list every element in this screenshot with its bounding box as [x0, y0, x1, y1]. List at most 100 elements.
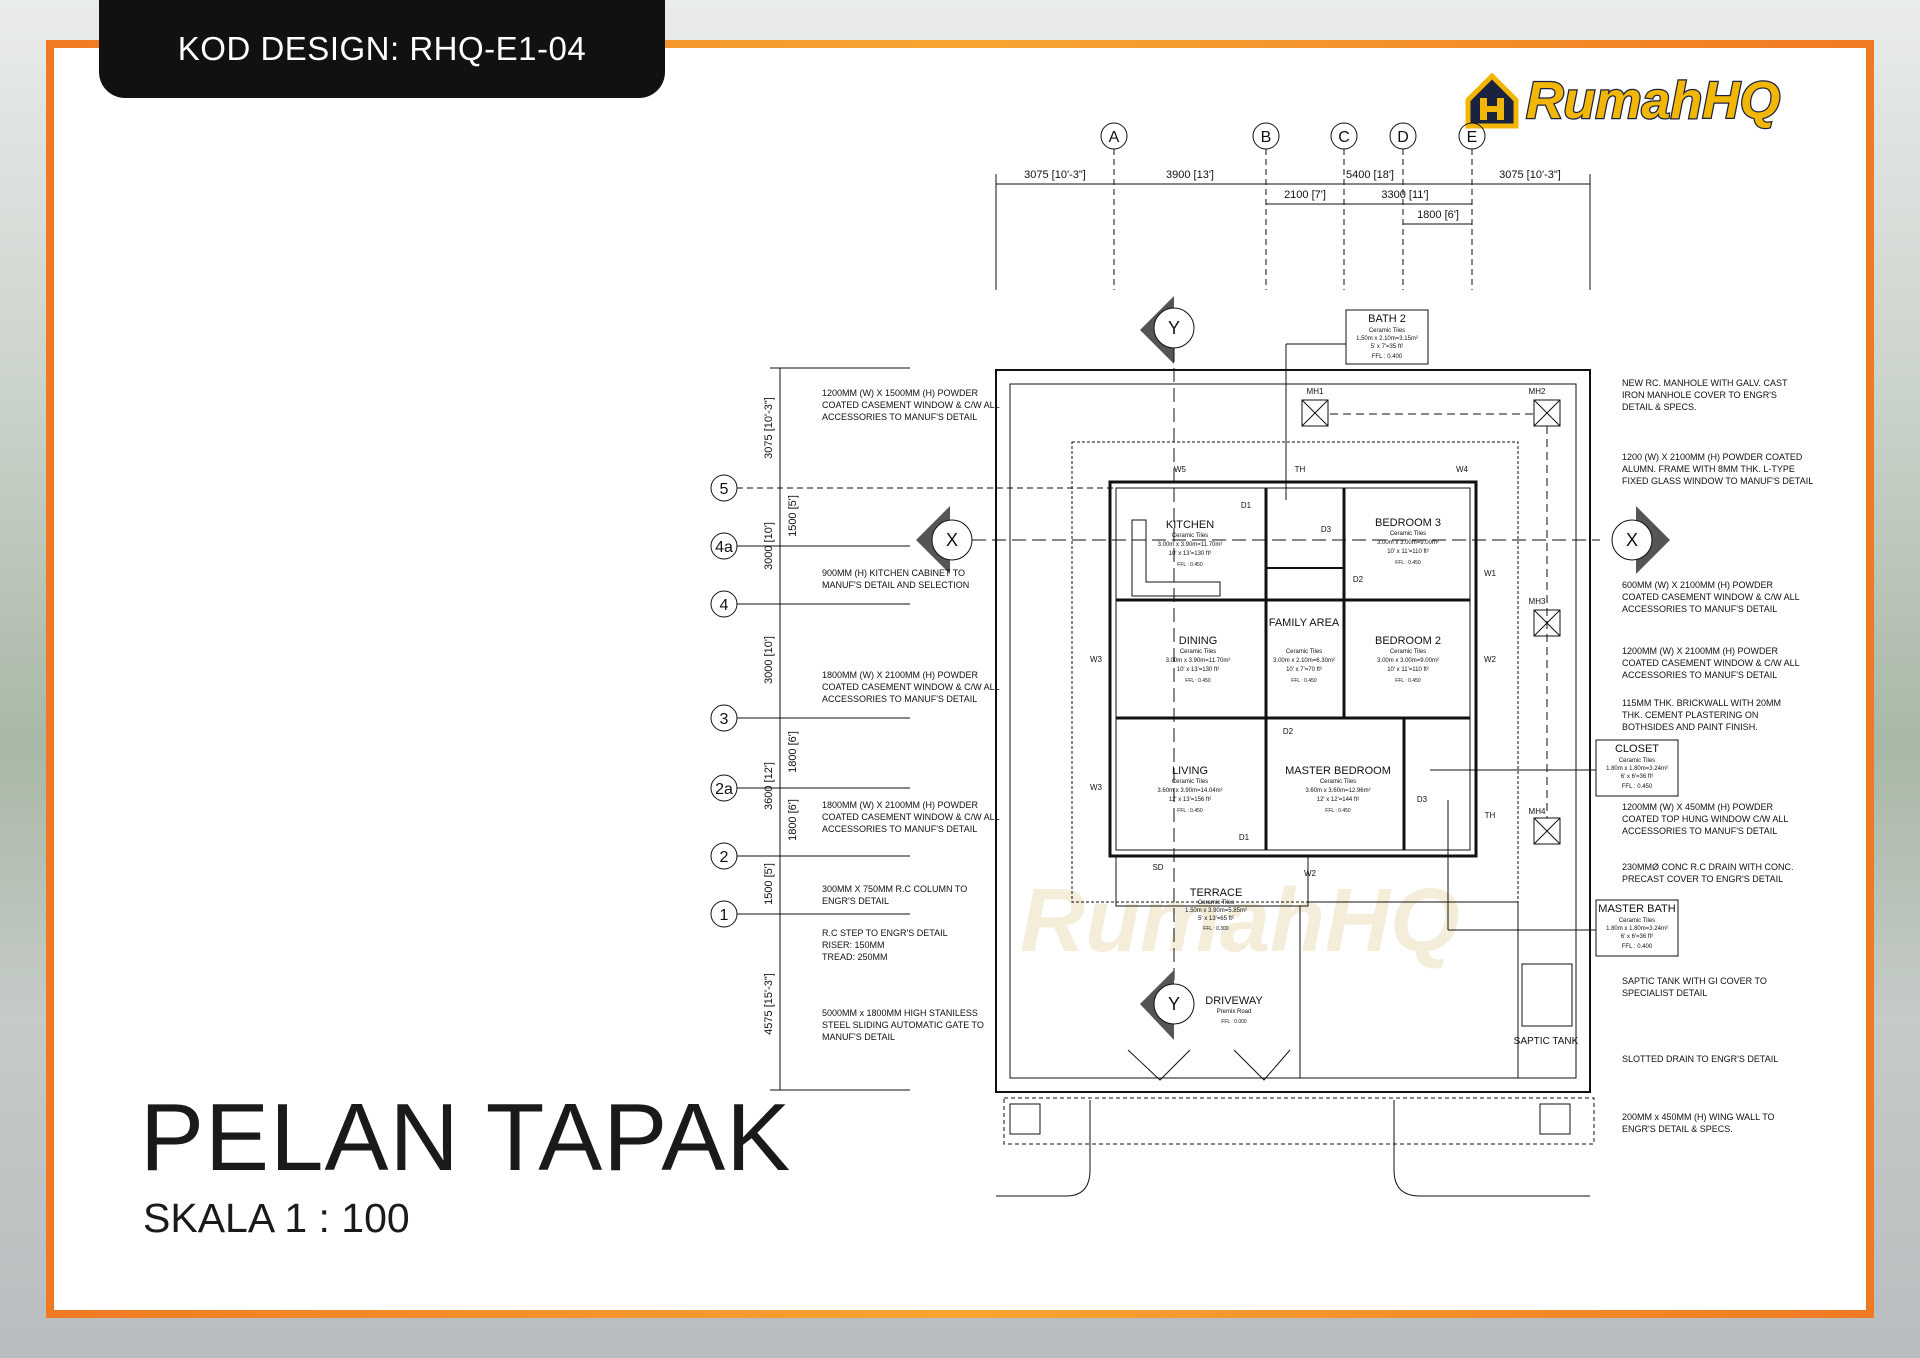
svg-text:10' x 11'=110 ft²: 10' x 11'=110 ft² — [1387, 667, 1429, 673]
room-terrace: TERRACE Ceramic Tiles 1.50m x 3.90m=5.85… — [1185, 887, 1247, 932]
svg-text:Ceramic Tiles: Ceramic Tiles — [1369, 328, 1405, 334]
svg-text:1.50m x 3.90m=5.85m²: 1.50m x 3.90m=5.85m² — [1185, 908, 1247, 914]
svg-text:FFL : 0.450: FFL : 0.450 — [1185, 678, 1211, 684]
svg-text:10' x 7'=70 ft²: 10' x 7'=70 ft² — [1286, 667, 1322, 673]
svg-text:FFL : 0.450: FFL : 0.450 — [1177, 562, 1203, 568]
terrace-area — [1115, 855, 1309, 907]
svg-text:6' x 6'=36 ft²: 6' x 6'=36 ft² — [1621, 774, 1653, 780]
tag-w2-b2: W2 — [1484, 655, 1497, 664]
svg-text:SPECIALIST DETAIL: SPECIALIST DETAIL — [1622, 988, 1707, 998]
tag-d1-top: D1 — [1241, 501, 1252, 510]
design-code-tab: KOD DESIGN: RHQ-E1-04 — [99, 0, 665, 98]
plan-title: PELAN TAPAK — [140, 1084, 792, 1191]
grid-col-a — [1100, 122, 1128, 290]
svg-text:ACCESSORIES TO MANUF'S DETAIL: ACCESSORIES TO MANUF'S DETAIL — [1622, 826, 1777, 836]
callout-bath-2: BATH 2 Ceramic Tiles 1.50m x 2.10m=3.15m… — [1345, 309, 1429, 365]
tag-w4: W4 — [1456, 465, 1469, 474]
svg-text:Ceramic Tiles: Ceramic Tiles — [1180, 649, 1216, 655]
logo-text-accent: HQ — [1702, 72, 1780, 130]
room-bedroom-3: BEDROOM 3 Ceramic Tiles 3.00m x 3.00m=9.… — [1375, 517, 1441, 566]
svg-text:200MM x 450MM (H) WING WALL TO: 200MM x 450MM (H) WING WALL TO — [1622, 1112, 1775, 1122]
svg-text:COATED CASEMENT WINDOW & C/W A: COATED CASEMENT WINDOW & C/W ALL — [822, 400, 1000, 410]
grid-row-2a — [710, 774, 910, 802]
dim-left-6: 3600 [12'] — [763, 762, 775, 810]
svg-text:1200 (W) X 2100MM (H) POWDER C: 1200 (W) X 2100MM (H) POWDER COATED — [1622, 452, 1803, 462]
svg-text:TREAD: 250MM: TREAD: 250MM — [822, 952, 888, 962]
svg-text:1200MM (W) X 1500MM (H) POWDER: 1200MM (W) X 1500MM (H) POWDER — [822, 388, 979, 398]
septic-tank-label: SAPTIC TANK — [1514, 1036, 1579, 1047]
svg-text:300MM X 750MM R.C COLUMN TO: 300MM X 750MM R.C COLUMN TO — [822, 884, 967, 894]
svg-text:FAMILY AREA: FAMILY AREA — [1269, 617, 1340, 629]
svg-text:1200MM (W) X 450MM (H) POWDER: 1200MM (W) X 450MM (H) POWDER — [1622, 802, 1774, 812]
svg-text:FIXED GLASS WINDOW TO MANUF'S: FIXED GLASS WINDOW TO MANUF'S DETAIL — [1622, 476, 1813, 486]
svg-text:NEW RC. MANHOLE WITH GALV. CAS: NEW RC. MANHOLE WITH GALV. CAST — [1622, 378, 1788, 388]
grid-label-a: A — [1109, 129, 1120, 146]
svg-text:THK. CEMENT PLASTERING ON: THK. CEMENT PLASTERING ON — [1622, 710, 1758, 720]
svg-text:KITCHEN: KITCHEN — [1166, 519, 1214, 531]
note-right-window-1200: 1200MM (W) X 2100MM (H) POWDER COATED CAS… — [1622, 646, 1800, 680]
section-marker-x-right — [1611, 506, 1670, 574]
svg-text:12' x 13'=156 ft²: 12' x 13'=156 ft² — [1169, 797, 1212, 803]
dim-left-5: 1800 [6'] — [787, 731, 799, 773]
svg-text:FFL : 0.000: FFL : 0.000 — [1221, 1019, 1247, 1025]
tag-mh4: MH4 — [1529, 807, 1546, 816]
section-label-x-left: X — [946, 530, 958, 550]
grid-col-b — [1252, 122, 1280, 290]
tag-d2-master: D2 — [1283, 727, 1294, 736]
grid-label-2a: 2a — [715, 781, 733, 798]
svg-text:FFL : 0.300: FFL : 0.300 — [1203, 926, 1229, 932]
section-label-x-right: X — [1626, 530, 1638, 550]
plan-scale: SKALA 1 : 100 — [143, 1195, 410, 1241]
dim-top-4: 3075 [10'-3"] — [1499, 169, 1561, 181]
tag-mh3: MH3 — [1529, 597, 1546, 606]
svg-text:3.00m x 3.90m=11.70m²: 3.00m x 3.90m=11.70m² — [1166, 658, 1231, 664]
grid-row-5 — [710, 474, 1150, 502]
svg-text:5' x 13'=65 ft²: 5' x 13'=65 ft² — [1198, 916, 1234, 922]
svg-text:3.00m x 2.10m=6.30m²: 3.00m x 2.10m=6.30m² — [1273, 658, 1335, 664]
dim-left-2: 1500 [5'] — [787, 495, 799, 537]
note-left-column: 300MM X 750MM R.C COLUMN TO ENGR'S DETAIL — [822, 884, 967, 906]
svg-text:TERRACE: TERRACE — [1190, 887, 1243, 899]
dim-left-9: 4575 [15'-3"] — [763, 973, 775, 1035]
grid-label-5: 5 — [720, 481, 729, 498]
svg-text:ACCESSORIES TO MANUF'S DETAIL: ACCESSORIES TO MANUF'S DETAIL — [822, 412, 977, 422]
perimeter-drain — [1071, 441, 1519, 903]
grid-row-4a — [710, 532, 910, 560]
svg-text:CLOSET: CLOSET — [1615, 743, 1659, 755]
svg-text:Ceramic Tiles: Ceramic Tiles — [1619, 758, 1655, 764]
svg-text:COATED TOP HUNG WINDOW C/W ALL: COATED TOP HUNG WINDOW C/W ALL — [1622, 814, 1788, 824]
svg-text:PRECAST COVER TO ENGR'S DETAIL: PRECAST COVER TO ENGR'S DETAIL — [1622, 874, 1783, 884]
dim-top-5: 2100 [7'] — [1284, 189, 1326, 201]
svg-text:3.00m x 3.90m=11.70m²: 3.00m x 3.90m=11.70m² — [1158, 542, 1223, 548]
svg-text:1200MM (W) X 2100MM (H) POWDER: 1200MM (W) X 2100MM (H) POWDER — [1622, 646, 1779, 656]
manhole-mh1 — [1301, 399, 1329, 427]
dim-top-1: 3075 [10'-3"] — [1024, 169, 1086, 181]
svg-text:COATED CASEMENT WINDOW & C/W A: COATED CASEMENT WINDOW & C/W ALL — [822, 812, 1000, 822]
grid-col-e — [1458, 122, 1486, 290]
room-kitchen: KITCHEN Ceramic Tiles 3.00m x 3.90m=11.7… — [1158, 519, 1223, 568]
svg-text:Ceramic Tiles: Ceramic Tiles — [1619, 918, 1655, 924]
grid-label-c: C — [1338, 129, 1350, 146]
tag-d2-b3: D2 — [1353, 575, 1364, 584]
svg-text:COATED CASEMENT WINDOW & C/W A: COATED CASEMENT WINDOW & C/W ALL — [1622, 658, 1800, 668]
grid-label-4: 4 — [720, 597, 729, 614]
svg-text:RISER: 150MM: RISER: 150MM — [822, 940, 885, 950]
svg-text:3.00m x 3.00m=9.00m²: 3.00m x 3.00m=9.00m² — [1377, 658, 1439, 664]
grid-label-1: 1 — [720, 907, 729, 924]
tag-w3-dining: W3 — [1090, 655, 1103, 664]
tag-w5: W5 — [1174, 465, 1187, 474]
svg-text:SLOTTED DRAIN TO ENGR'S DETAIL: SLOTTED DRAIN TO ENGR'S DETAIL — [1622, 1054, 1778, 1064]
grid-col-d — [1389, 122, 1417, 290]
svg-text:ENGR'S DETAIL: ENGR'S DETAIL — [822, 896, 889, 906]
svg-text:MASTER BATH: MASTER BATH — [1598, 903, 1675, 915]
svg-text:FFL : 0.450: FFL : 0.450 — [1395, 560, 1421, 566]
section-marker-y-bottom — [1140, 970, 1195, 1040]
grid-row-4 — [710, 590, 910, 618]
grid-label-d: D — [1397, 129, 1409, 146]
svg-text:FFL : 0.400: FFL : 0.400 — [1372, 354, 1403, 360]
